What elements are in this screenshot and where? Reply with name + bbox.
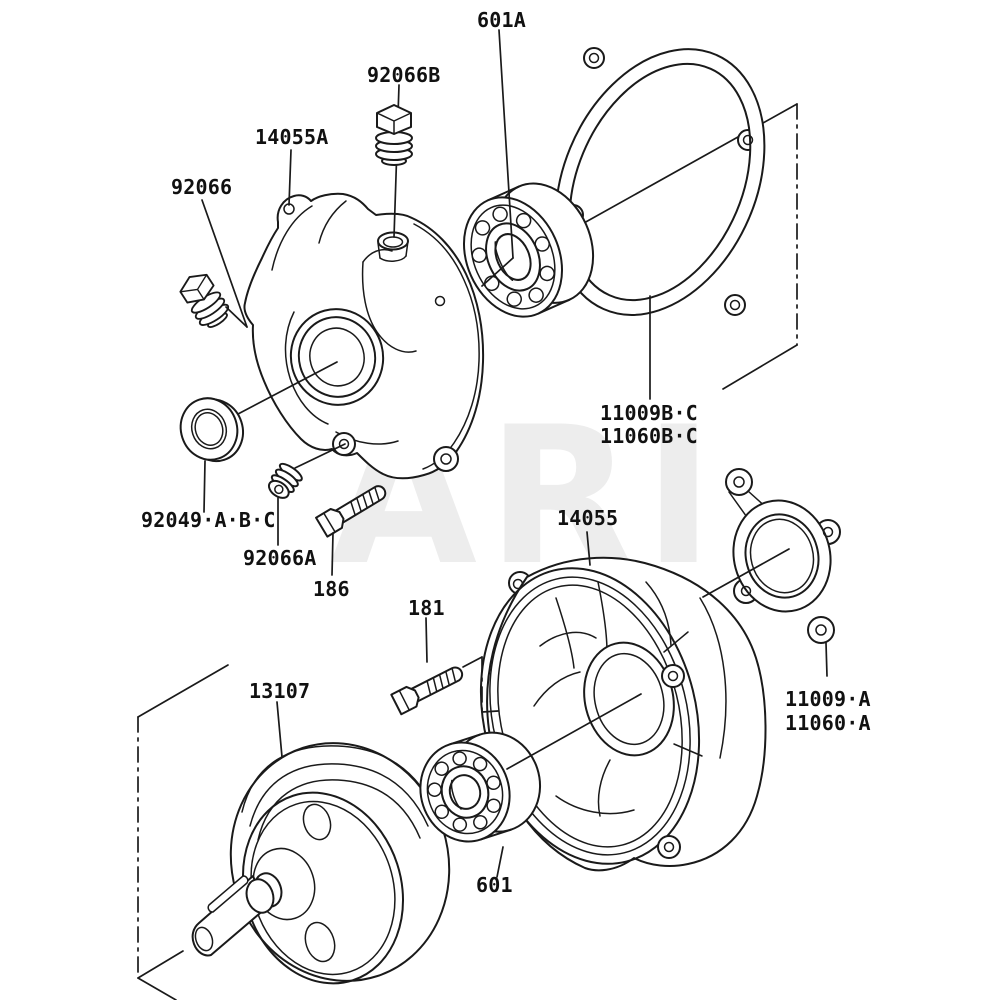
part-label-92066a: 92066A [243,546,316,570]
plug-92066 [179,273,230,328]
part-label-186: 186 [313,577,350,601]
part-label-92066: 92066 [171,175,232,199]
part-label-92049: 92049·A·B·C [141,508,276,532]
part-label-14055: 14055 [557,506,618,530]
bearing-601 [419,731,542,843]
bolt-186 [315,485,387,538]
plug-92066a [267,462,303,499]
plug-92066b [375,104,413,166]
oil-seal [179,397,244,463]
part-label-601a: 601A [477,8,526,32]
bolt-181 [390,666,464,716]
part-label-11009a: 11009·A [785,687,871,711]
part-label-92066b: 92066B [367,63,440,87]
cover-filler-neck [377,231,409,262]
flywheel [191,742,451,985]
reference-plane [137,664,229,1000]
cover-bore [289,308,385,406]
leader-lines [201,29,828,878]
part-labels: 601A 92066B 14055A 92066 11009B·C 11060B… [141,8,871,897]
part-label-11060a: 11060·A [785,711,871,735]
gasket-small-pointer [702,548,790,598]
gear-case [479,556,767,872]
part-label-11060bc: 11060B·C [600,424,698,448]
gear-case-cover [243,192,485,480]
part-label-14055a: 14055A [255,125,328,149]
gasket-small [725,468,841,644]
part-label-13107: 13107 [249,679,310,703]
part-label-601: 601 [476,873,513,897]
part-label-181: 181 [408,596,445,620]
part-label-11009bc: 11009B·C [600,401,698,425]
